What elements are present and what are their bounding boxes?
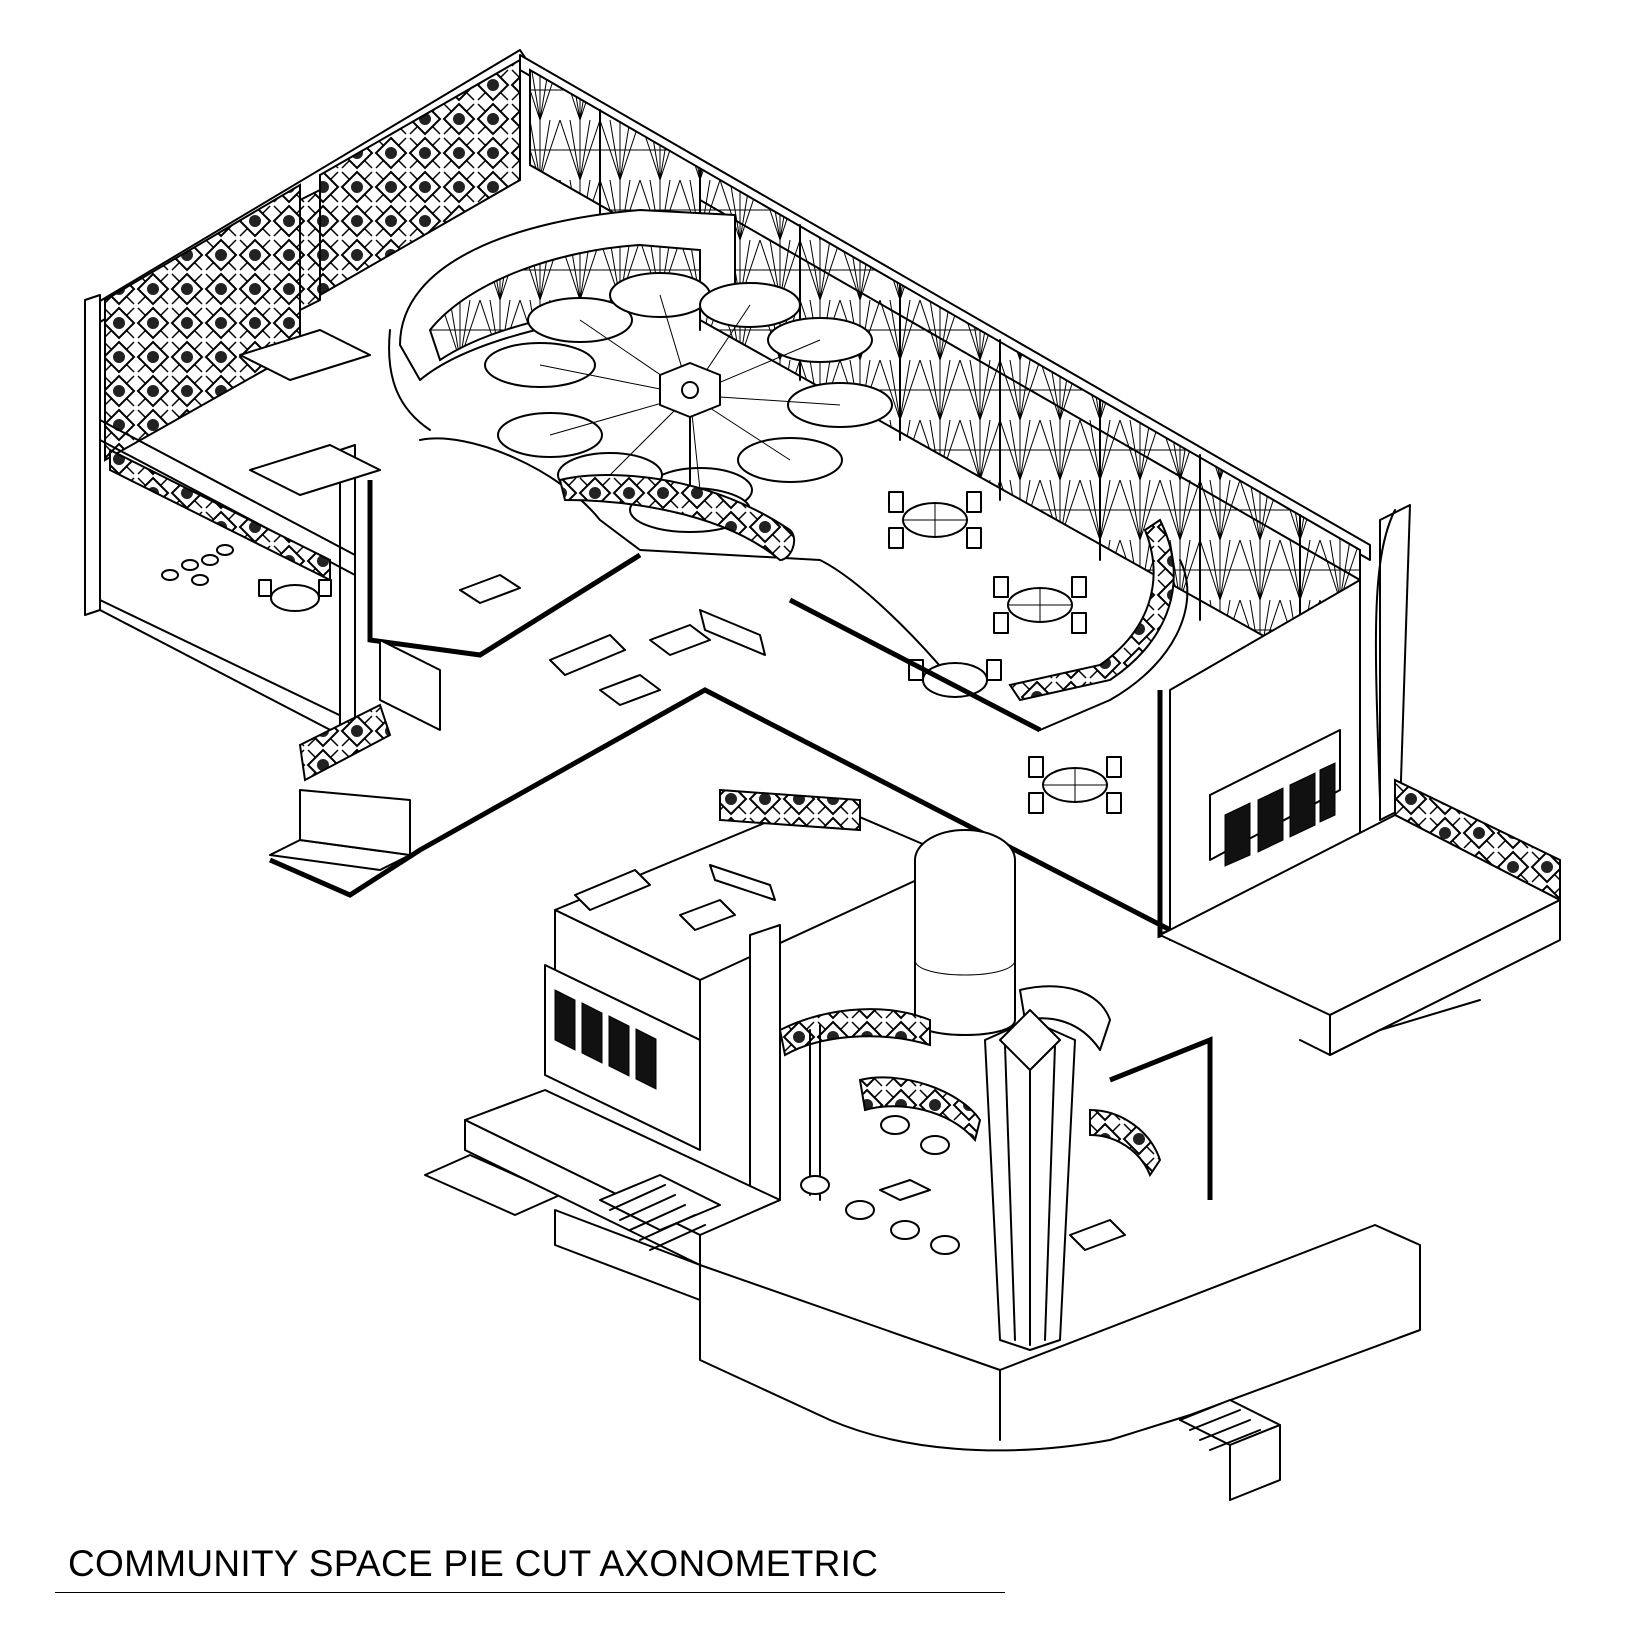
table-5: [258, 579, 332, 612]
right-end-wall: [1169, 504, 1411, 941]
round-table-group: [258, 491, 1122, 814]
central-spire: [984, 1009, 1076, 1351]
upper-floor-plate: [419, 437, 1189, 731]
lower-spiral-stair: [778, 985, 1162, 1178]
title-underline: [55, 1592, 1005, 1593]
lower-floor: [424, 788, 1421, 1501]
decorative-doors: [1224, 762, 1336, 867]
back-left-wall: [84, 49, 531, 462]
table-2: [993, 576, 1087, 634]
front-stairs: [599, 1174, 1281, 1501]
right-entry-stair: [1159, 778, 1561, 1056]
lower-terrace: [554, 788, 961, 1041]
conference-tables: [161, 329, 381, 586]
back-right-wall: [519, 54, 1371, 692]
left-wall: [84, 294, 361, 736]
lounge-sofas: [459, 574, 766, 706]
table-3: [908, 659, 1002, 698]
left-entry-stair: [269, 639, 441, 871]
cylinder-tower: [914, 829, 1016, 1036]
upper-floor: [84, 49, 1561, 1056]
lower-columns: [809, 1024, 1213, 1201]
storage-cylinders: [161, 544, 234, 586]
drawing-title: COMMUNITY SPACE PIE CUT AXONOMETRIC: [68, 1543, 879, 1584]
curved-railing: [558, 474, 1175, 702]
table-1: [888, 491, 982, 549]
table-4: [1028, 756, 1122, 814]
lower-lounge-furniture: [800, 1115, 1126, 1255]
